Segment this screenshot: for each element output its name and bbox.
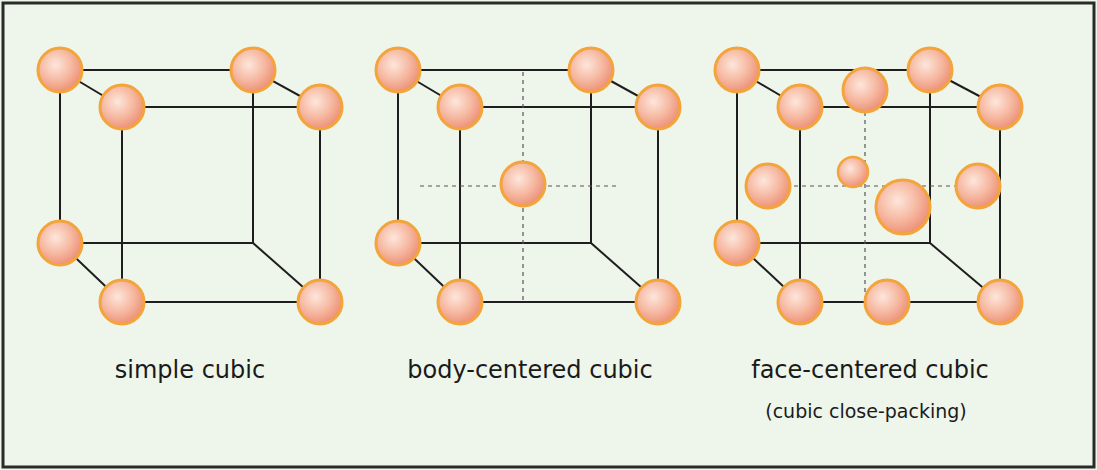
structure-name: body-centered cubic — [407, 356, 652, 385]
structure-name: simple cubic — [115, 356, 265, 385]
frame — [3, 3, 1094, 467]
simple-cubic-atoms — [38, 48, 342, 324]
fcc-atoms — [715, 48, 1022, 324]
structure-subtitle: (cubic close-packing) — [765, 400, 966, 423]
simple-cubic-cell — [60, 70, 320, 302]
bcc-atoms — [376, 48, 680, 324]
structure-name: face-centered cubic — [751, 356, 989, 385]
bcc-guides — [420, 72, 620, 300]
bcc-cell — [398, 70, 658, 302]
